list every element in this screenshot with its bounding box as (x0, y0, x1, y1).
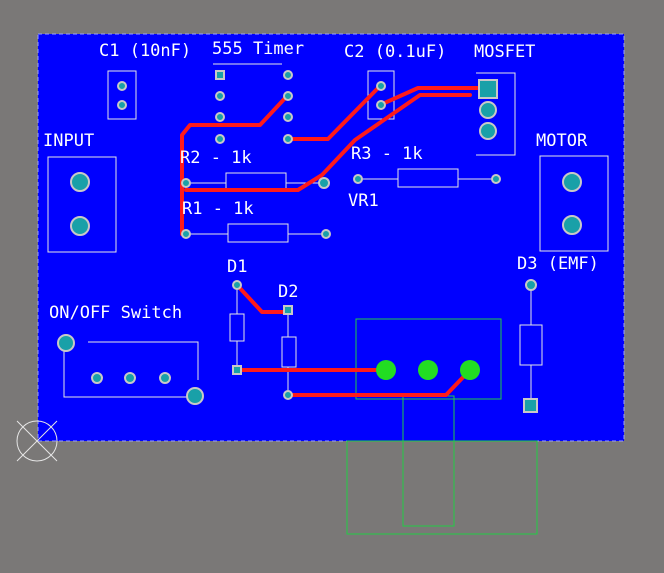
trace-timer-c2 (286, 84, 382, 141)
r3-body (397, 168, 459, 188)
label-vr1: VR1 (348, 191, 379, 211)
pot-outline (355, 318, 502, 400)
label-switch: ON/OFF Switch (49, 303, 182, 323)
switch-outline (63, 341, 199, 398)
mosfet-pins (478, 79, 498, 140)
label-d1: D1 (227, 257, 247, 277)
trace-d1-d2 (235, 283, 290, 314)
label-c2: C2 (0.1uF) (344, 42, 446, 62)
label-timer: 555 Timer (212, 39, 304, 59)
trace-d2-pot (286, 368, 472, 397)
label-r3: R3 - 1k (351, 144, 423, 164)
label-mosfet: MOSFET (474, 42, 535, 62)
pad (117, 81, 127, 110)
c2-outline (367, 70, 395, 120)
d2-body (281, 336, 297, 368)
trace-c2-mosfet (378, 86, 490, 107)
origin-marker-icon (16, 420, 58, 462)
motor-outline (539, 155, 609, 252)
label-d2: D2 (278, 282, 298, 302)
r1-body (227, 223, 289, 243)
pads (57, 70, 582, 413)
trace-mosfet-r2 (184, 93, 472, 192)
label-motor: MOTOR (536, 131, 588, 151)
copper-traces (180, 84, 490, 397)
mosfet-outline (476, 72, 516, 156)
pot-pads (376, 360, 480, 380)
silkscreen-outlines (47, 63, 609, 405)
c1-outline (107, 70, 137, 120)
label-c1: C1 (10nF) (99, 41, 191, 61)
input-outline (47, 156, 117, 253)
label-input: INPUT (43, 131, 94, 151)
timer-pins (215, 70, 293, 144)
label-d3: D3 (EMF) (517, 254, 599, 274)
label-r2: R2 - 1k (180, 148, 252, 168)
label-r1: R1 - 1k (182, 199, 254, 219)
silkscreen-labels: C1 (10nF) 555 Timer C2 (0.1uF) MOSFET IN… (43, 39, 599, 323)
